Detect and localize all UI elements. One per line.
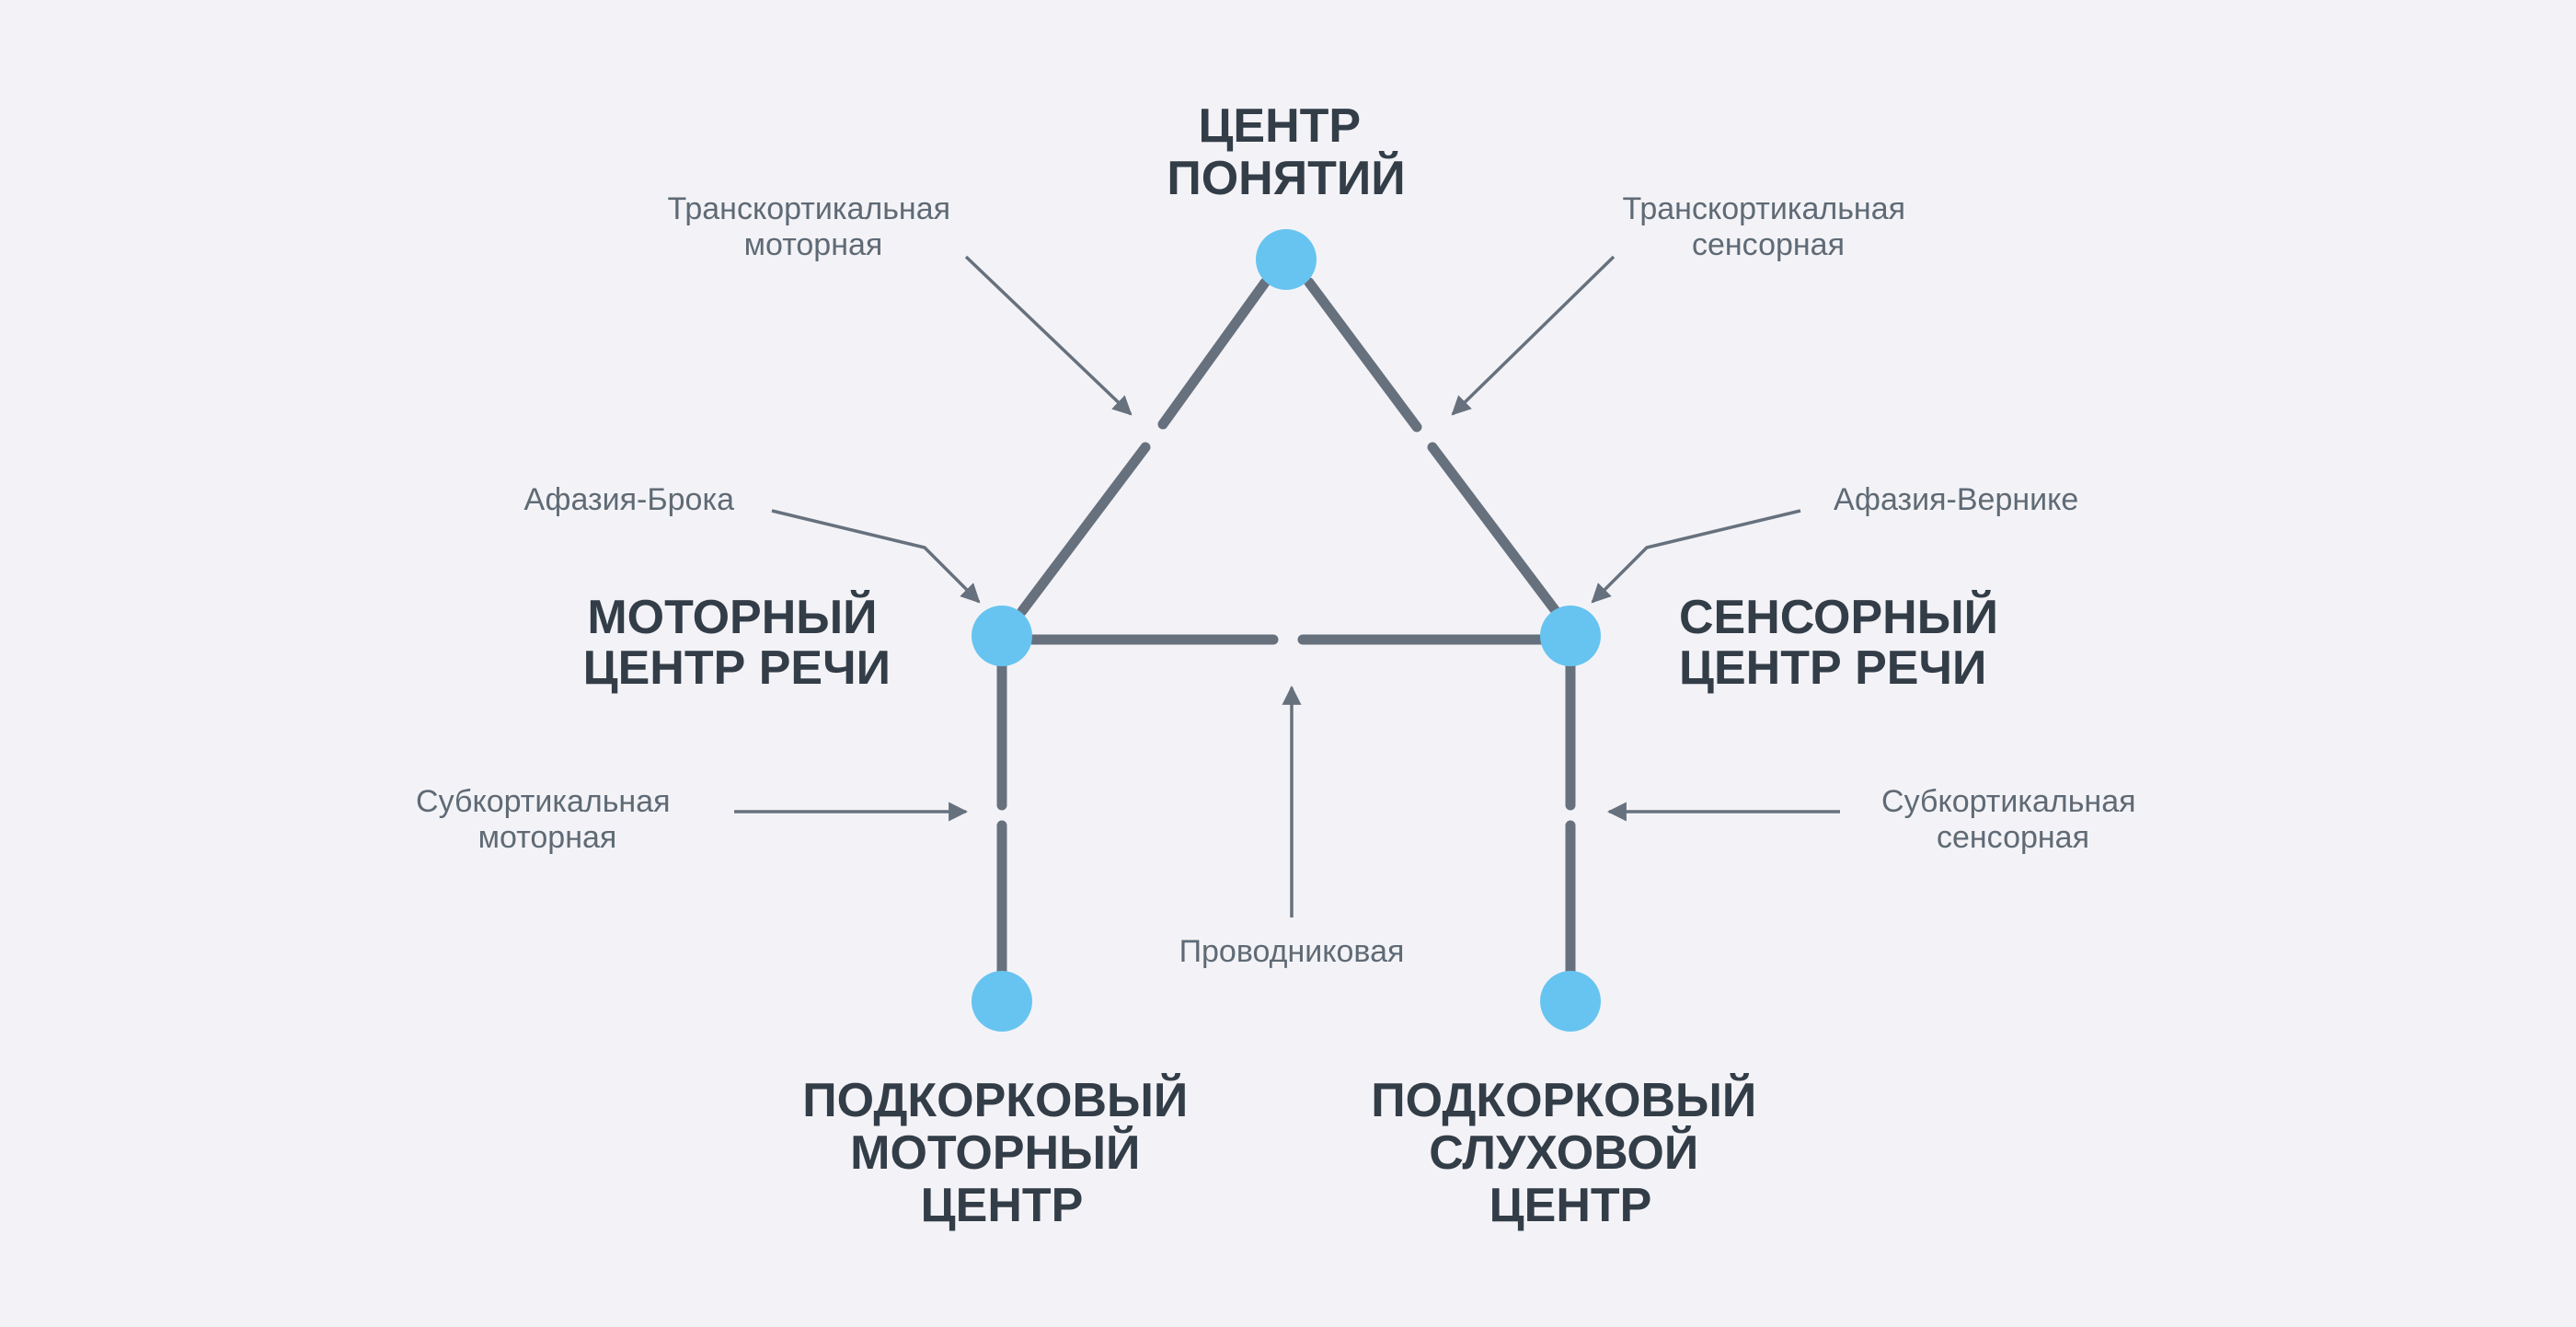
node-subcortical-auditory: [1540, 971, 1601, 1032]
edge-concepts-motor-upper: [1157, 277, 1271, 430]
title-subcortical-auditory: ПОДКОРКОВЫЙ СЛУХОВОЙ ЦЕНТР: [1371, 1073, 1770, 1232]
edge-concepts-motor-lower: [1017, 442, 1151, 617]
arrow-transcortical-sensory: [1451, 255, 1616, 416]
node-motor-speech: [972, 606, 1032, 666]
arrow-transcortical-motor: [964, 255, 1133, 416]
node-concepts: [1256, 229, 1317, 290]
label-transcortical-motor: Транскортикальная моторная: [668, 191, 960, 262]
arrow-broca: [771, 509, 981, 604]
label-wernicke: Афазия-Вернике: [1834, 482, 2078, 517]
arrow-wernicke: [1591, 509, 1801, 604]
edge-concepts-sensory-upper: [1304, 277, 1422, 433]
connections: [996, 277, 1576, 978]
label-conduction: Проводниковая: [1179, 934, 1405, 969]
label-transcortical-sensory: Транскортикальная сенсорная: [1623, 191, 1915, 262]
label-subcortical-sensory: Субкортикальная сенсорная: [1881, 784, 2145, 855]
node-subcortical-motor: [972, 971, 1032, 1032]
title-motor-speech: МОТОРНЫЙ ЦЕНТР РЕЧИ: [583, 590, 891, 695]
label-broca: Афазия-Брока: [523, 482, 734, 517]
node-sensory-speech: [1540, 606, 1601, 666]
title-subcortical-motor: ПОДКОРКОВЫЙ МОТОРНЫЙ ЦЕНТР: [802, 1073, 1202, 1232]
title-sensory-speech: СЕНСОРНЫЙ ЦЕНТР РЕЧИ: [1679, 590, 2011, 695]
edge-concepts-sensory-lower: [1427, 442, 1561, 617]
title-concepts: ЦЕНТР ПОНЯТИЙ: [1167, 99, 1405, 205]
label-subcortical-motor: Субкортикальная моторная: [416, 784, 679, 855]
